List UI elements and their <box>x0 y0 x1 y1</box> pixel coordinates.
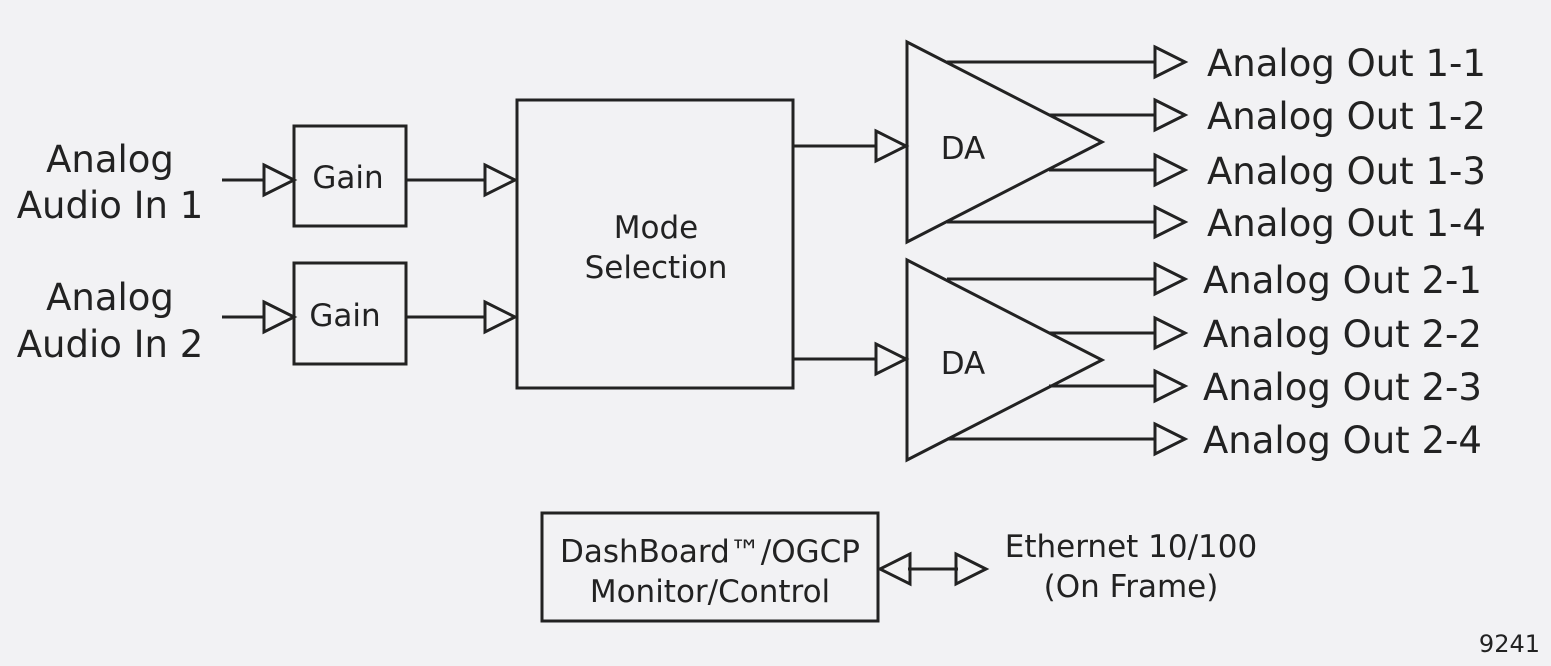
output-label-1-3: Analog Out 1-3 <box>1207 150 1486 193</box>
output-label-2-4: Analog Out 2-4 <box>1203 419 1482 462</box>
input-1-arrowhead <box>262 162 298 198</box>
ethernet-label-line2: (On Frame) <box>1044 569 1219 605</box>
output-label-1-2: Analog Out 1-2 <box>1207 95 1486 138</box>
da-1-label: DA <box>941 131 986 167</box>
out-2-3-arrowhead <box>1153 368 1189 404</box>
input-2-label-line2: Audio In 2 <box>17 323 204 366</box>
out-1-1-arrowhead <box>1153 44 1189 80</box>
gain-1-box <box>292 124 408 228</box>
mode-selection-box <box>515 98 795 390</box>
mode-to-da-2-arrowhead <box>874 341 910 377</box>
mode-selection-label-line1: Mode <box>614 210 698 246</box>
input-1-label-line1: Analog <box>46 138 174 181</box>
out-1-4-arrowhead <box>1153 204 1189 240</box>
monitor-control-box <box>540 511 880 623</box>
input-2-label-line1: Analog <box>46 276 174 319</box>
mode-to-da-1-arrowhead <box>874 128 910 164</box>
gain-1-label: Gain <box>312 160 383 196</box>
output-label-2-1: Analog Out 2-1 <box>1203 259 1482 302</box>
output-label-2-3: Analog Out 2-3 <box>1203 366 1482 409</box>
gain-1-to-mode-arrowhead <box>483 162 519 198</box>
figure-id: 9241 <box>1479 630 1540 658</box>
out-1-3-arrowhead <box>1153 152 1189 188</box>
monitor-control-label-line1: DashBoard™/OGCP <box>560 534 860 570</box>
out-2-2-arrowhead <box>1153 315 1189 351</box>
output-label-1-1: Analog Out 1-1 <box>1207 42 1486 85</box>
ethernet-link-arrowhead-left <box>876 551 912 587</box>
ethernet-link-arrowhead-right <box>954 551 990 587</box>
output-label-1-4: Analog Out 1-4 <box>1207 202 1486 245</box>
out-2-1-arrowhead <box>1153 261 1189 297</box>
input-1-label-line2: Audio In 1 <box>17 184 204 227</box>
output-label-2-2: Analog Out 2-2 <box>1203 313 1482 356</box>
gain-2-box <box>292 261 408 366</box>
da-2-label: DA <box>941 346 986 382</box>
input-2-arrowhead <box>262 299 298 335</box>
mode-selection-label-line2: Selection <box>585 250 728 286</box>
out-2-4-arrowhead <box>1153 421 1189 457</box>
da-1-amplifier <box>905 39 1106 245</box>
da-2-amplifier <box>905 257 1106 463</box>
ethernet-label-line1: Ethernet 10/100 <box>1005 529 1257 565</box>
gain-2-to-mode-arrowhead <box>483 299 519 335</box>
out-1-2-arrowhead <box>1153 97 1189 133</box>
gain-2-label: Gain <box>309 298 380 334</box>
monitor-control-label-line2: Monitor/Control <box>590 574 830 610</box>
